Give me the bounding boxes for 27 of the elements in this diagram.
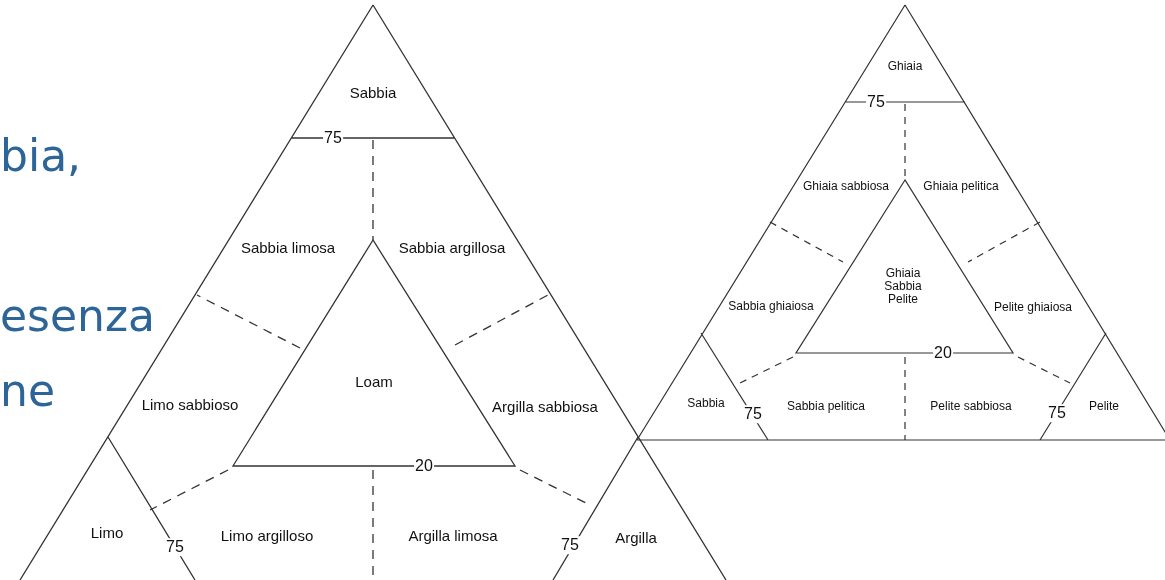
region-label: Limo sabbioso [141,396,239,414]
region-label: Sabbia pelitica [786,400,866,414]
region-label: Sabbia [349,84,397,102]
slide-text: esenza [0,289,155,341]
scale-value: 75 [560,536,580,554]
region-label: Sabbia [687,397,725,411]
slide-text: bia, [0,129,82,181]
region-label: Argilla [615,529,657,547]
region-label: Sabbia argillosa [398,239,506,257]
region-label: Ghiaia pelitica [923,180,999,194]
region-label: Limo [90,524,124,542]
region-label: Ghiaia Sabbia Pelite [883,267,923,307]
slide-text: ne [0,364,55,416]
region-label: Pelite sabbiosa [930,400,1012,414]
region-label: Argilla limosa [408,527,498,545]
region-label: Sabbia limosa [240,239,336,257]
region-label: Sabbia ghiaiosa [728,300,814,314]
region-label: Pelite [1089,400,1119,414]
region-label: Argilla sabbiosa [492,398,598,416]
scale-value: 75 [1047,404,1067,422]
scale-value: 75 [165,538,185,556]
region-label: Ghiaia sabbiosa [802,180,890,194]
region-label: Ghiaia [887,60,923,74]
region-label: Limo argilloso [220,527,314,545]
region-label: Loam [355,373,393,391]
region-label: Pelite ghiaiosa [993,301,1073,315]
scale-value: 75 [743,405,763,423]
